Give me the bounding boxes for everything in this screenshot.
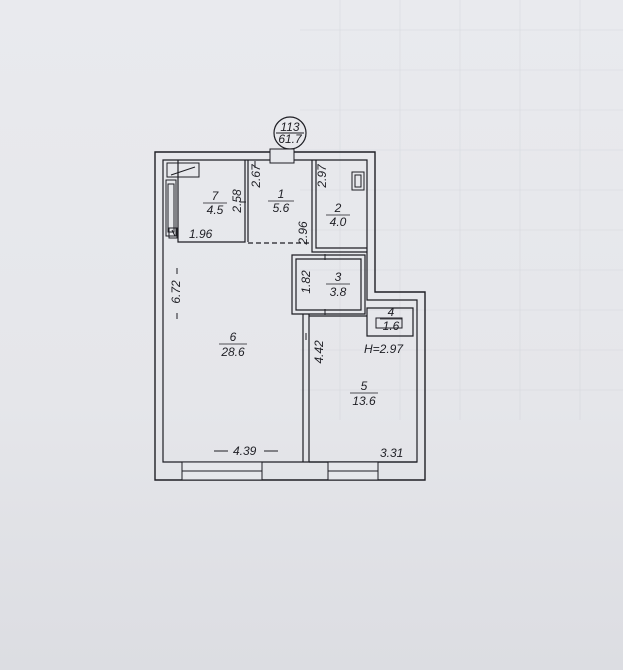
room-area: 4.5 xyxy=(207,203,224,217)
ceiling-height: H=2.97 xyxy=(364,342,404,356)
room-6: 6 28.6 xyxy=(219,330,247,359)
room-number: 2 xyxy=(334,201,342,215)
dim-room5-height: 4.42 xyxy=(312,340,326,364)
room-2: 2 4.0 xyxy=(326,201,350,229)
room-number: 1 xyxy=(278,187,285,201)
room-number: 6 xyxy=(230,330,237,344)
dimension-labels: 2.58 2.67 2.97 1.96 2.96 1.82 6.72 4.42 … xyxy=(169,161,403,460)
room-area: 28.6 xyxy=(220,345,245,359)
room-7: 7 4.5 xyxy=(203,189,227,217)
room-5: 5 13.6 xyxy=(350,379,378,408)
total-area: 61.7 xyxy=(278,132,303,146)
dim-room1-height: 2.67 xyxy=(249,163,263,189)
room-1: 1 5.6 xyxy=(268,187,294,215)
room-number: 4 xyxy=(388,305,395,319)
dim-room2-height: 2.97 xyxy=(315,163,329,189)
room-number: 7 xyxy=(212,189,220,203)
washbasin-icon xyxy=(351,171,365,191)
dim-room7-height: 2.58 xyxy=(230,189,244,214)
room-area: 3.8 xyxy=(330,285,347,299)
room-area: 5.6 xyxy=(273,201,290,215)
sink-icon xyxy=(375,317,403,329)
bathtub-icon xyxy=(165,179,177,237)
interior-walls xyxy=(177,160,417,463)
apartment-number: 113 xyxy=(280,120,299,134)
room-4: 4 1.6 xyxy=(380,305,402,333)
dim-room1-width: 2.96 xyxy=(296,221,310,246)
background-grid xyxy=(300,0,623,420)
dim-room3-height: 1.82 xyxy=(299,270,313,294)
room-number: 3 xyxy=(335,270,342,284)
windows xyxy=(181,148,379,481)
dim-room6-height: 6.72 xyxy=(169,280,183,304)
dim-room6-width: 4.39 xyxy=(233,444,257,458)
outer-walls xyxy=(154,151,426,481)
room-area: 1.6 xyxy=(383,319,400,333)
room-area: 4.0 xyxy=(330,215,347,229)
dim-room5-width: 3.31 xyxy=(380,446,403,460)
room-number: 5 xyxy=(361,379,368,393)
apartment-marker: 113 61.7 xyxy=(273,116,307,150)
room-area: 13.6 xyxy=(352,394,376,408)
room-3: 3 3.8 xyxy=(326,270,350,299)
kitchen-counter-icon xyxy=(166,162,200,178)
toilet-icon xyxy=(168,227,178,239)
dim-room7-width: 1.96 xyxy=(189,227,213,241)
